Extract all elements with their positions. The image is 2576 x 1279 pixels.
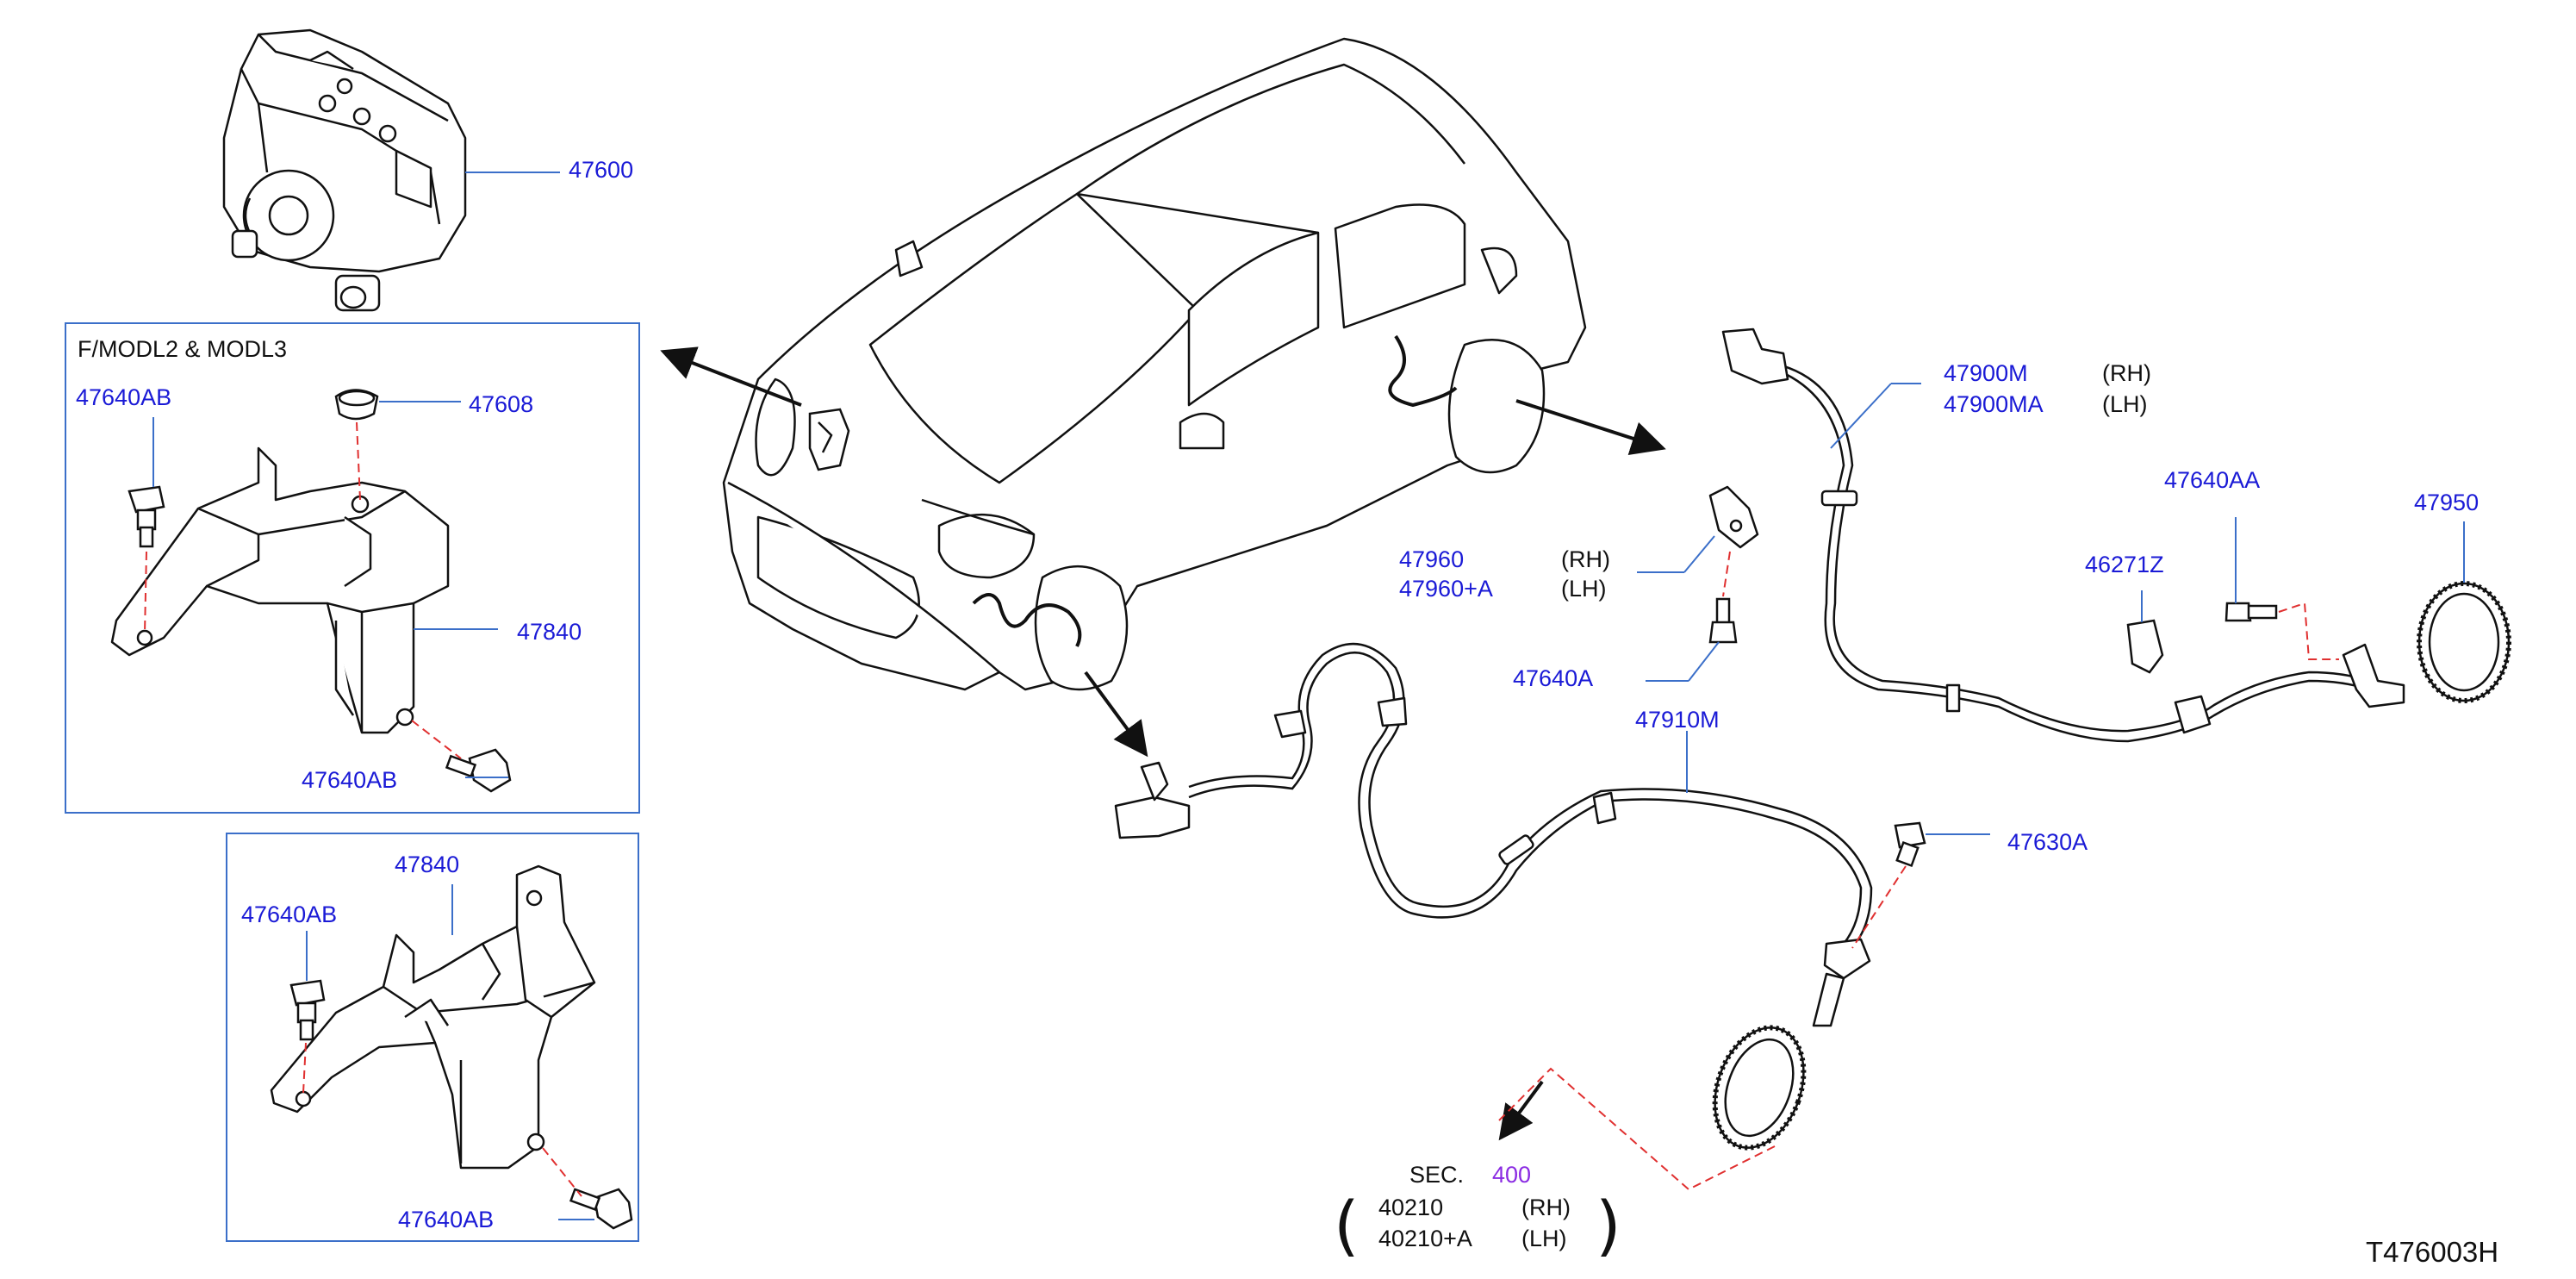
label-47640ab-1: 47640AB — [76, 384, 172, 410]
label-47608: 47608 — [469, 391, 534, 417]
label-47600: 47600 — [569, 157, 634, 183]
label-47630a: 47630A — [2007, 829, 2088, 855]
bolt-47640ab-2 — [445, 748, 512, 793]
section-close-paren: ) — [1596, 1187, 1621, 1263]
label-47640ab-4: 47640AB — [398, 1207, 495, 1232]
bolt-47640ab-1 — [128, 485, 165, 548]
label-47840-1: 47840 — [517, 619, 582, 645]
dashed-guides-rear — [1722, 551, 2339, 660]
side-rh-40210: (RH) — [1521, 1195, 1571, 1220]
side-lh-40210a: (LH) — [1521, 1226, 1567, 1251]
clip-46271z — [2126, 619, 2164, 674]
bolt-47630a — [1894, 821, 1926, 868]
label-47950: 47950 — [2414, 490, 2480, 515]
bolt-47640aa — [2224, 602, 2278, 622]
label-47640aa: 47640AA — [2164, 467, 2261, 493]
callout-arrows — [660, 346, 1666, 1141]
label-47640ab-3: 47640AB — [241, 902, 338, 927]
label-47840-2: 47840 — [395, 852, 460, 877]
leaders-rear — [1637, 383, 2465, 682]
bolt-47640ab-3 — [289, 979, 326, 1041]
vehicle-body — [722, 37, 1587, 691]
section-number: 400 — [1492, 1162, 1532, 1188]
vehicle-harness — [972, 334, 1458, 647]
side-rh-47960: (RH) — [1561, 546, 1610, 572]
section-ref-40210: 40210 — [1378, 1195, 1444, 1220]
label-46271z: 46271Z — [2085, 552, 2164, 577]
label-47640ab-2: 47640AB — [302, 767, 398, 793]
bracket-47960 — [1708, 485, 1759, 549]
label-47900ma: 47900MA — [1944, 391, 2044, 417]
dashed-guides-box1 — [144, 421, 462, 759]
side-lh-47960a: (LH) — [1561, 576, 1607, 602]
bolt-47640ab-4 — [569, 1188, 633, 1230]
dashed-guides-box2 — [302, 1042, 582, 1197]
bolt-47640a — [1708, 597, 1738, 644]
vehicle-actuator-glyph — [808, 408, 850, 471]
bracket-47840-b — [270, 864, 596, 1170]
box-bracket-alt — [226, 833, 639, 1242]
rear-sensor-harness-47900m — [1765, 360, 2370, 743]
leaders-front — [1686, 731, 1990, 835]
side-lh-47900ma: (LH) — [2102, 391, 2148, 417]
front-sensor-parts — [1114, 696, 1871, 1027]
section-ref-40210a: 40210+A — [1378, 1226, 1472, 1251]
label-47960: 47960 — [1399, 546, 1465, 572]
diagram-code: T476003H — [2366, 1236, 2499, 1268]
tone-ring-front — [1712, 1025, 1807, 1151]
dashed-guides-front — [1498, 865, 1907, 1191]
label-47640a: 47640A — [1513, 665, 1594, 691]
tone-ring-47950 — [2417, 581, 2511, 703]
leaders-box2 — [306, 884, 594, 1220]
section-prefix: SEC. — [1409, 1162, 1465, 1188]
bracket-47840-a — [110, 446, 450, 734]
box-fmodl2-modl3 — [65, 322, 640, 814]
box1-title: F/MODL2 & MODL3 — [78, 336, 288, 362]
side-rh-47900m: (RH) — [2102, 360, 2151, 386]
grommet-47608 — [334, 389, 379, 421]
label-47960a: 47960+A — [1399, 576, 1493, 602]
label-47900m: 47900M — [1944, 360, 2028, 386]
rear-sensor-parts — [1721, 328, 2405, 734]
section-open-paren: ( — [1334, 1187, 1360, 1263]
label-47910m: 47910M — [1635, 707, 1720, 733]
leaders-box1 — [152, 401, 508, 778]
abs-actuator-47600 — [222, 28, 467, 312]
